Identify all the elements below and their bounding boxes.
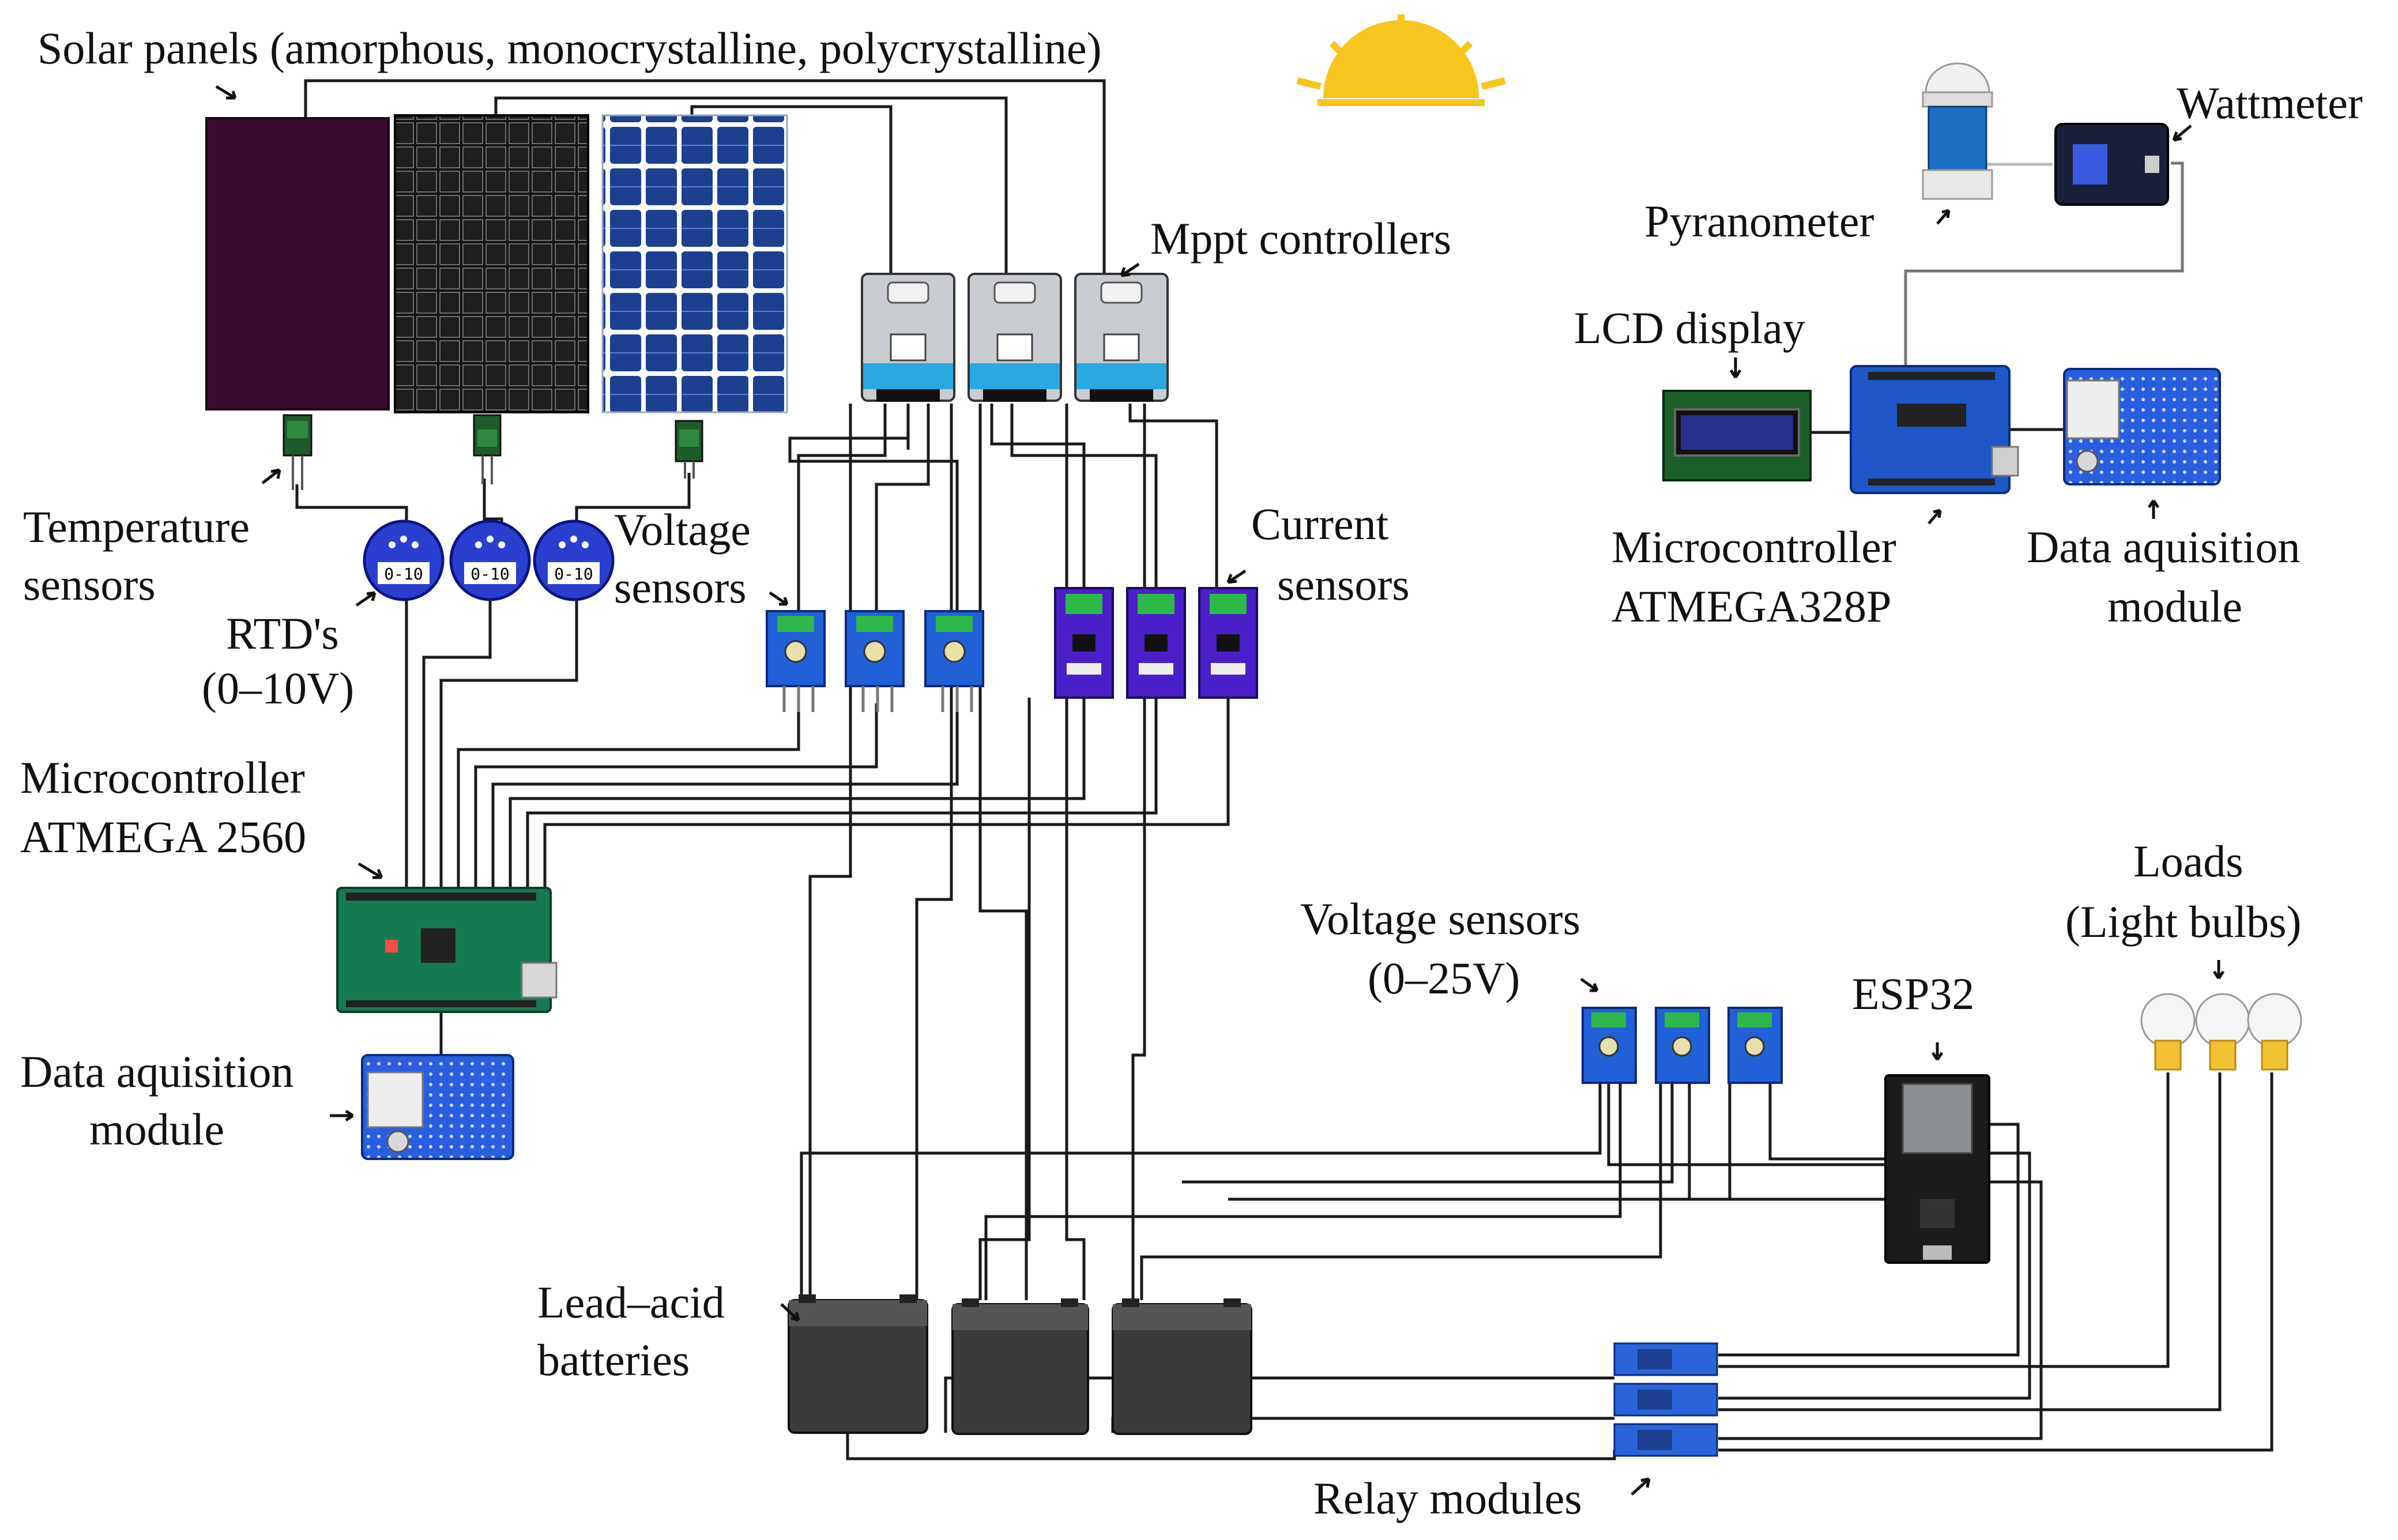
battery-icon (788, 1294, 928, 1434)
battery-icon (951, 1298, 1089, 1435)
pyranometer-label: Pyranometer (1644, 196, 1874, 246)
light-bulbs (2140, 993, 2302, 1071)
esp32-label: ESP32 (1852, 969, 1974, 1019)
rtd-modules: 0-10 0-10 0-10 (363, 519, 615, 601)
light-bulb-icon (2195, 993, 2250, 1071)
solar-panel-polycrystalline (601, 114, 788, 413)
lcd-display-label: LCD display (1574, 303, 1805, 353)
rtd-range-label: 0-10 (470, 564, 509, 583)
solar-panel-monocrystalline (394, 114, 589, 413)
temperature-sensors-label-line2: sensors (23, 559, 156, 609)
daq-right-label-line1: Data aquisition (2027, 522, 2300, 572)
solar-panel-icon (394, 114, 589, 413)
esp32-icon (1884, 1074, 1990, 1264)
pyranometer-icon (1922, 62, 1993, 200)
batteries-label-line1: Lead–acid (537, 1277, 725, 1327)
rtd-range-label: 0-10 (554, 564, 593, 583)
relay-modules (1613, 1342, 1718, 1457)
sd-shield-icon (2063, 368, 2221, 485)
temperature-sensors (283, 414, 703, 490)
rtd-range-label: 0-10 (384, 564, 423, 583)
voltage-sensor-icon (766, 610, 826, 712)
mppt-controllers-label: Mppt controllers (1150, 213, 1451, 263)
temperature-sensor-icon (283, 414, 313, 490)
current-sensors-label-line2: sensors (1277, 559, 1410, 609)
batteries (788, 1294, 1252, 1435)
rtd-label-line1: RTD's (226, 608, 339, 658)
mega-label-line1: Microcontroller (20, 752, 305, 803)
solar-panel-icon (601, 114, 788, 413)
batteries-label-line2: batteries (537, 1335, 690, 1385)
daq-left-label-line2: module (89, 1104, 224, 1154)
daq-right-label-line2: module (2107, 581, 2242, 631)
labels: Solar panels (amorphous, monocrystalline… (20, 23, 2363, 1523)
current-sensors (1054, 587, 1258, 699)
relay-modules-label: Relay modules (1313, 1473, 1582, 1523)
voltage-sensors-label-line1: Voltage (614, 504, 751, 555)
relay-module-icon (1613, 1383, 1718, 1417)
temperature-sensor-icon (473, 414, 502, 484)
mppt-controller-icon (1074, 273, 1169, 402)
voltage-sensors-label-line2: sensors (614, 562, 747, 612)
solar-panel-amorphous (205, 117, 390, 411)
voltage-sensor-icon (1727, 1007, 1783, 1084)
battery-icon (1112, 1298, 1252, 1435)
uno-label-line2: ATMEGA328P (1612, 581, 1891, 631)
wattmeter-label: Wattmeter (2177, 78, 2363, 128)
voltage-sensors-0-25v (1582, 1007, 1783, 1084)
loads-label-line2: (Light bulbs) (2065, 897, 2301, 947)
voltage-sensor-icon (1655, 1007, 1710, 1084)
rtd-icon: 0-10 (533, 519, 615, 601)
uno-label-line1: Microcontroller (1612, 522, 1896, 572)
rtd-label-line2: (0–10V) (202, 663, 354, 713)
relay-module-icon (1613, 1342, 1718, 1376)
arduino-mega-icon (336, 887, 558, 1013)
loads-label-line1: Loads (2133, 836, 2243, 886)
temperature-sensors-label-line1: Temperature (23, 502, 250, 552)
light-bulb-icon (2247, 993, 2302, 1071)
voltage-sensors-25v-label-line2: (0–25V) (1368, 953, 1520, 1003)
voltage-sensors-25v-label-line1: Voltage sensors (1300, 894, 1580, 944)
current-sensors-label-line1: Current (1251, 499, 1389, 549)
wiring (295, 79, 2273, 1460)
label-arrows (215, 85, 2225, 1496)
temperature-sensor-icon (675, 420, 703, 479)
mppt-controllers (861, 273, 1169, 402)
rtd-icon: 0-10 (449, 519, 531, 601)
solar-panels-label: Solar panels (amorphous, monocrystalline… (37, 23, 1102, 73)
current-sensor-icon (1126, 587, 1186, 699)
current-sensor-icon (1054, 587, 1114, 699)
mppt-controller-icon (968, 273, 1062, 402)
daq-left-label-line1: Data aquisition (20, 1046, 293, 1097)
lcd-icon (1662, 390, 1812, 481)
voltage-sensor-icon (845, 610, 905, 712)
voltage-sensor-icon (1582, 1007, 1637, 1084)
sd-shield-icon (361, 1054, 514, 1160)
wattmeter-icon (2054, 123, 2169, 206)
rtd-icon: 0-10 (363, 519, 445, 601)
relay-module-icon (1613, 1423, 1718, 1457)
arduino-uno-icon (1850, 365, 2019, 494)
voltage-sensor-icon (924, 610, 984, 712)
current-sensor-icon (1198, 587, 1258, 699)
mega-label-line2: ATMEGA 2560 (20, 812, 306, 862)
voltage-sensors (766, 610, 984, 712)
light-bulb-icon (2140, 993, 2196, 1071)
sun-icon (1296, 14, 1506, 106)
mppt-controller-icon (861, 273, 955, 402)
solar-panel-icon (205, 117, 390, 411)
